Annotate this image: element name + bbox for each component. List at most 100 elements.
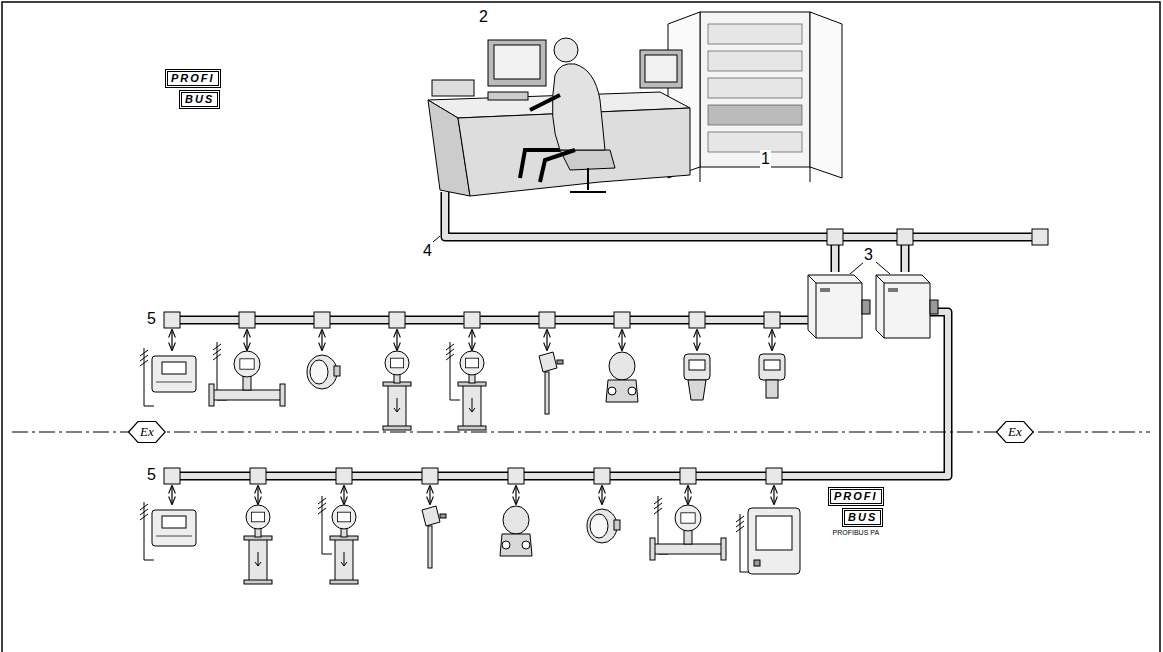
junction-box [539, 312, 555, 328]
power-cable [318, 496, 332, 554]
data-exchange-arrow [471, 330, 472, 350]
process-port [522, 541, 530, 549]
person-head [554, 38, 578, 62]
pipe-section [335, 538, 353, 582]
process-port [608, 387, 616, 395]
display-screen [756, 516, 792, 550]
junction-box [689, 312, 705, 328]
monitor [640, 50, 682, 88]
data-exchange-arrow [429, 486, 430, 504]
housing-cover [590, 514, 608, 538]
data-exchange-arrow [546, 330, 547, 350]
rack-unit [708, 132, 802, 152]
junction-box [164, 312, 180, 328]
junction-box [764, 312, 780, 328]
housing-seam [156, 382, 192, 383]
bus-outline [165, 316, 812, 325]
junction-box [766, 468, 782, 484]
callout-number: 5 [146, 310, 157, 328]
ex-boundary [12, 431, 1150, 432]
ex-hexagon [129, 422, 166, 443]
pipe-section [388, 384, 406, 428]
chair-base [570, 168, 606, 192]
cabinet-door [810, 12, 842, 178]
field-device [650, 496, 726, 560]
transmitter-head [385, 351, 409, 375]
wall-housing [152, 510, 196, 546]
data-exchange-arrow [696, 330, 697, 350]
housing-seam [156, 536, 192, 537]
junction-box [250, 468, 266, 484]
flange [721, 538, 726, 560]
leader-line [850, 262, 864, 274]
cabinet-foot [700, 167, 701, 182]
ex-symbol: Ex [128, 421, 166, 443]
data-exchange-arrow [171, 486, 172, 504]
profibus-pa-segment [165, 320, 812, 321]
transmitter-head [460, 351, 484, 375]
transmitter-housing [609, 352, 635, 380]
junction-box [314, 312, 330, 328]
callout-number: 4 [422, 242, 433, 260]
logo-word: PROFI [165, 68, 221, 89]
junction-box [422, 468, 438, 484]
bus-core [445, 192, 1045, 237]
junction-box [1032, 229, 1048, 245]
field-device [606, 352, 638, 402]
flow-direction [394, 398, 400, 412]
ex-symbol: Ex [996, 421, 1034, 443]
field-device [209, 342, 285, 406]
control-room [428, 12, 842, 196]
cabinet-foot [810, 167, 811, 182]
logo-word-frame: PROFI [165, 69, 221, 88]
head-display [251, 512, 264, 522]
rack-unit [708, 24, 802, 44]
display-unit [748, 508, 800, 574]
transmitter-head [246, 505, 270, 529]
field-device [446, 342, 486, 430]
data-exchange-arrow [171, 330, 172, 350]
sensor-body [688, 380, 706, 400]
coupler-edge [876, 275, 930, 338]
coupler-badge [820, 288, 830, 292]
logo-word-frame: PROFI [828, 487, 884, 506]
ex-mark: Ex [1008, 424, 1022, 440]
data-exchange-arrow [396, 330, 397, 350]
transmitter-head [234, 351, 260, 377]
junction-box [508, 468, 524, 484]
cable-gland [557, 360, 563, 364]
field-device [684, 354, 710, 400]
flow-direction [341, 552, 347, 566]
neck [684, 530, 692, 544]
pipe-section [249, 538, 267, 582]
cable-gland [440, 514, 446, 518]
coupler-housing [876, 275, 930, 338]
monitor [488, 40, 546, 86]
printer [432, 80, 474, 96]
keyboard [488, 92, 528, 100]
housing-cover [310, 360, 328, 384]
flow-direction [469, 398, 475, 412]
measuring-tube [213, 390, 281, 400]
profibus-logo: PROFIBUSPROFIBUS PA [826, 484, 886, 538]
transmitter-head [332, 505, 356, 529]
person-body [552, 64, 605, 150]
junction-box [239, 312, 255, 328]
probe-head [539, 352, 557, 372]
probe-rod [428, 526, 432, 568]
monitor-screen [645, 55, 677, 82]
logo-word-frame: BUS [179, 90, 220, 109]
head-display [240, 359, 254, 369]
flange [383, 426, 411, 430]
housing-display [764, 360, 780, 370]
cable-gland [614, 520, 620, 530]
data-exchange-arrow [246, 330, 247, 350]
junction-box [164, 468, 180, 484]
data-exchange-arrow [515, 486, 516, 504]
rack-unit [708, 105, 802, 125]
ex-mark: Ex [140, 424, 154, 440]
field-device [539, 352, 563, 414]
leader-line [876, 262, 890, 274]
field-device [422, 506, 446, 568]
